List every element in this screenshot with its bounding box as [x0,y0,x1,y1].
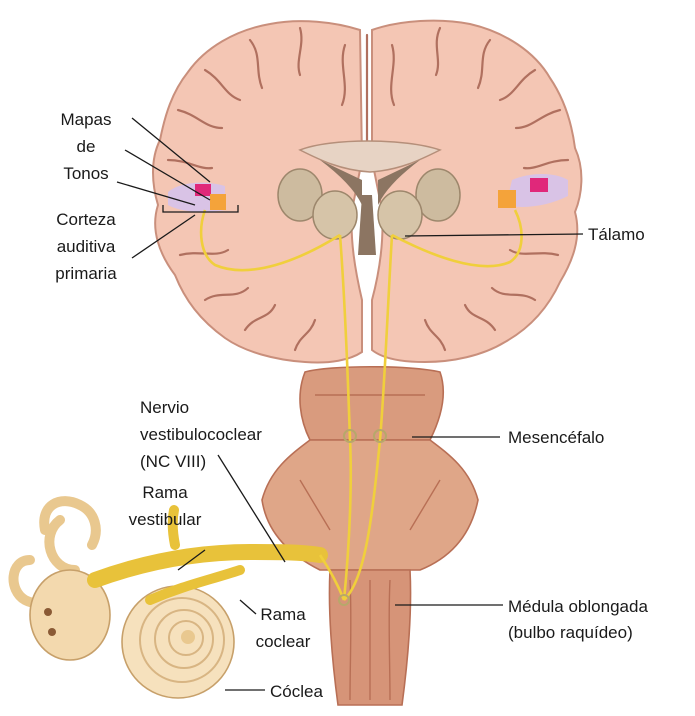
label-vestibulocochlear-nerve-line-1: Nervio [140,398,189,417]
left-auditory-cortex [168,183,226,212]
cochlea-spiral [122,586,234,698]
label-medulla-line-2: (bulbo raquídeo) [508,623,633,642]
midbrain-structure [300,367,443,440]
label-vestibular-branch-line-2: vestibular [129,510,202,529]
brainstem [262,367,478,705]
label-primary-auditory-cortex-line-2: auditiva [57,237,116,256]
right-thalamus [378,191,422,239]
label-tone-maps-line-1: Mapas [60,110,111,129]
third-ventricle [358,195,376,255]
label-tone-maps-line-3: Tonos [63,164,108,183]
label-cochlea: Cóclea [270,682,323,701]
inner-ear [14,501,234,698]
left-thalamus [313,191,357,239]
oval-window [44,608,52,616]
cerebrum-coronal-section [153,21,581,363]
label-primary-auditory-cortex-line-3: primaria [55,264,117,283]
label-vestibulocochlear-nerve-line-3: (NC VIII) [140,452,206,471]
label-vestibulocochlear-nerve-line-2: vestibulococlear [140,425,262,444]
label-cochlear-branch-line-1: Rama [260,605,306,624]
label-thalamus: Tálamo [588,225,645,244]
round-window [48,628,56,636]
label-cochlear-branch-line-2: coclear [256,632,311,651]
label-tone-maps-line-2: de [77,137,96,156]
label-vestibular-branch-line-1: Rama [142,483,188,502]
label-primary-auditory-cortex-line-1: Corteza [56,210,116,229]
label-midbrain: Mesencéfalo [508,428,604,447]
label-medulla-line-1: Médula oblongada [508,597,648,616]
